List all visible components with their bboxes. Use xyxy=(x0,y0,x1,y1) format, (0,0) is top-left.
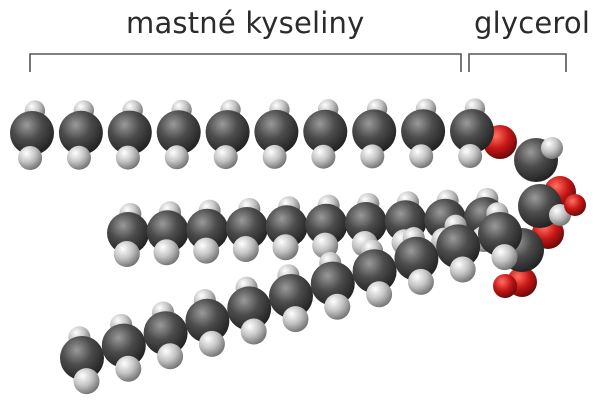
hydrogen-atom xyxy=(273,234,299,260)
hydrogen-atom xyxy=(116,146,140,170)
hydrogen-atom xyxy=(366,281,392,307)
hydrogen-atom xyxy=(324,294,350,320)
hydrogen-atom xyxy=(157,343,183,369)
hydrogen-atom xyxy=(233,236,259,262)
hydrogen-atom xyxy=(311,145,335,169)
hydrogen-atom xyxy=(67,146,91,170)
hydrogen-atom xyxy=(74,368,100,394)
hydrogen-atom xyxy=(283,306,309,332)
hydrogen-atom xyxy=(450,257,476,283)
fatty-acids-bracket xyxy=(30,54,461,72)
hydrogen-atom xyxy=(193,238,219,264)
hydrogen-atom xyxy=(492,244,518,270)
hydrogen-atom xyxy=(241,319,267,345)
hydrogen-atom xyxy=(165,145,189,169)
hydrogen-atom xyxy=(263,145,287,169)
hydrogen-atom xyxy=(154,239,180,265)
oxygen-atom xyxy=(564,194,586,216)
hydrogen-atom xyxy=(458,144,482,168)
hydrogen-atom xyxy=(114,241,140,267)
hydrogen-atom xyxy=(360,144,384,168)
hydrogen-atom xyxy=(199,331,225,357)
label-brackets xyxy=(30,54,566,72)
hydrogen-atom xyxy=(409,144,433,168)
space-filling-atoms xyxy=(10,98,586,394)
hydrogen-atom xyxy=(18,146,42,170)
hydrogen-atom xyxy=(541,137,563,159)
oxygen-atom xyxy=(493,274,517,298)
hydrogen-atom xyxy=(214,145,238,169)
glycerol-bracket xyxy=(469,54,566,72)
hydrogen-atom xyxy=(408,269,434,295)
hydrogen-atom xyxy=(115,356,141,382)
